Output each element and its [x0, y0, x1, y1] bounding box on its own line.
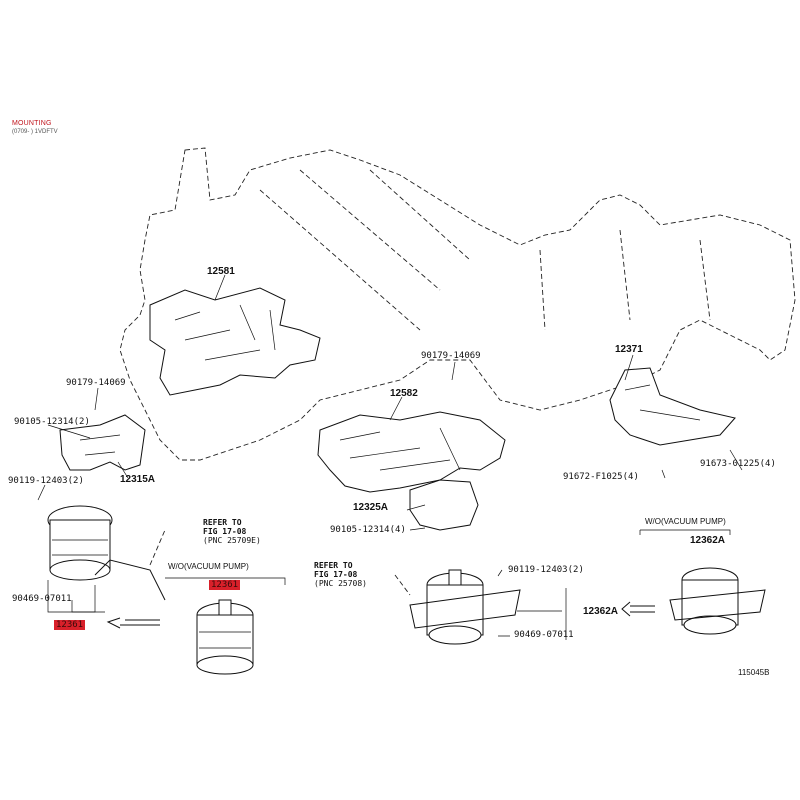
arrow-left: [106, 617, 160, 629]
part-91673-label[interactable]: 91673-01225(4): [700, 459, 776, 469]
part-90119-center-label[interactable]: 90119-12403(2): [508, 565, 584, 575]
refer-note-center-line3: (PNC 25708): [314, 579, 367, 588]
engine-detail-lines: [259, 169, 711, 331]
bracket-12325a-shape: [409, 479, 479, 531]
mount-12362a-main-shape: [409, 569, 521, 645]
refer-note-left-line2: FIG 17-08: [203, 527, 247, 536]
part-90105-center-label[interactable]: 90105-12314(4): [330, 525, 406, 535]
part-12361-mid-label[interactable]: 12361: [209, 580, 241, 590]
part-90179-center-label[interactable]: 90179-14069: [421, 351, 481, 361]
part-12361-left-label[interactable]: 12361: [54, 620, 86, 630]
bracket-12315a-shape: [59, 414, 146, 471]
caption-wo-vacuum-pump-right: W/O(VACUUM PUMP): [645, 517, 726, 526]
caption-wo-vacuum-pump-mid: W/O(VACUUM PUMP): [168, 562, 249, 571]
refer-note-center[interactable]: REFER TO FIG 17-08 (PNC 25708): [314, 561, 367, 588]
refer-note-left[interactable]: REFER TO FIG 17-08 (PNC 25709E): [203, 518, 261, 545]
part-12581-label[interactable]: 12581: [207, 266, 235, 277]
part-90105-left-label[interactable]: 90105-12314(2): [14, 417, 90, 427]
bracket-lines: [47, 529, 731, 640]
part-90469-center-label[interactable]: 90469-07011: [514, 630, 574, 640]
insulator-12582-shape: [317, 411, 506, 493]
mount-12361-mid-shape: [196, 599, 254, 675]
part-12362a-right-label[interactable]: 12362A: [690, 535, 726, 546]
part-90119-left-label[interactable]: 90119-12403(2): [8, 476, 84, 486]
part-90179-left-label[interactable]: 90179-14069: [66, 378, 126, 388]
refer-note-left-line3: (PNC 25709E): [203, 536, 261, 545]
insulator-12581-shape: [149, 287, 321, 396]
part-12315a-label[interactable]: 12315A: [120, 474, 156, 485]
refer-note-left-line1: REFER TO: [203, 518, 242, 527]
part-12371-label[interactable]: 12371: [615, 344, 643, 355]
part-91672-label[interactable]: 91672-F1025(4): [563, 472, 639, 482]
part-12325a-label[interactable]: 12325A: [353, 502, 389, 513]
part-12582-label[interactable]: 12582: [390, 388, 418, 399]
part-90469-left-label[interactable]: 90469-07011: [12, 594, 72, 604]
bracket-12371-shape: [609, 367, 736, 446]
diagram-title: MOUNTING: [12, 120, 52, 127]
part-12362a-main-label[interactable]: 12362A: [583, 606, 619, 617]
engine-block-outline: [119, 147, 796, 461]
arrow-right: [621, 601, 655, 617]
mount-12361-left-shape: [47, 505, 166, 601]
mount-12362a-right-shape: [669, 567, 766, 635]
refer-note-center-line1: REFER TO: [314, 561, 353, 570]
refer-note-center-line2: FIG 17-08: [314, 570, 358, 579]
diagram-subtitle: (0709- ) 1VDFTV: [12, 129, 58, 135]
illustration-code: 115045B: [738, 668, 770, 677]
